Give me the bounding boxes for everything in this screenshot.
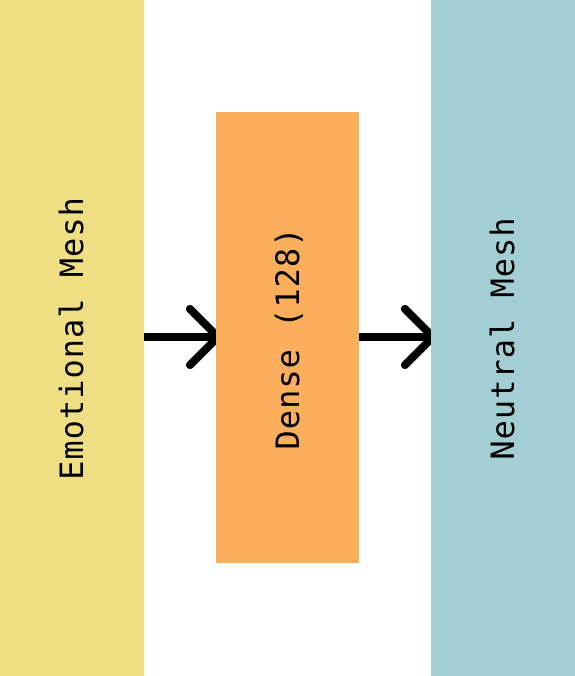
emotional-mesh-block: Emotional Mesh (0, 0, 144, 676)
arrow-dense-to-neutral (359, 305, 437, 369)
emotional-mesh-label: Emotional Mesh (53, 196, 91, 480)
neutral-mesh-block: Neutral Mesh (431, 0, 575, 676)
dense-layer-block: Dense (128) (216, 112, 359, 563)
dense-layer-label: Dense (128) (268, 226, 307, 449)
arrow-emotional-to-dense (144, 305, 222, 369)
neutral-mesh-label: Neutral Mesh (484, 216, 522, 460)
